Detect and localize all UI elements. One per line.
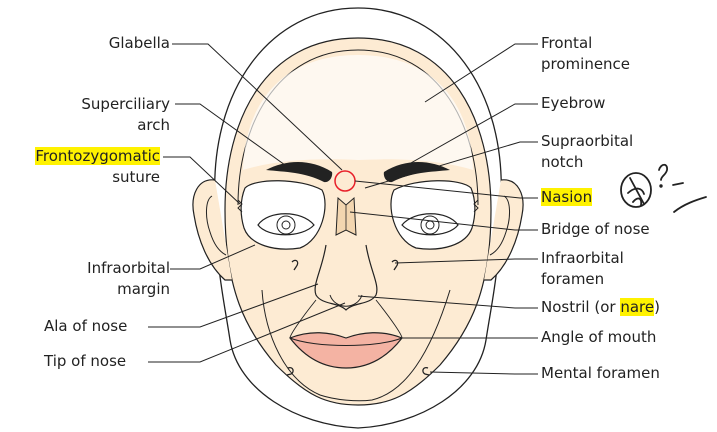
label-glabella: Glabella bbox=[60, 33, 170, 54]
label-infraorbital-margin-line2: margin bbox=[40, 279, 170, 300]
label-nasion: Nasion bbox=[541, 187, 592, 208]
label-infraorbital-margin-line1: Infraorbital bbox=[40, 258, 170, 279]
label-frontozygomatic-suture: Frontozygomatic suture bbox=[8, 146, 160, 188]
label-nostril-highlight: nare bbox=[620, 298, 654, 316]
label-frontozygomatic-line1: Frontozygomatic bbox=[35, 147, 160, 165]
label-superciliary-line1: Superciliary bbox=[40, 94, 170, 115]
label-tip-of-nose: Tip of nose bbox=[44, 351, 126, 372]
label-frontal-line1: Frontal bbox=[541, 33, 630, 54]
label-nostril: Nostril (or nare) bbox=[541, 297, 660, 318]
label-supraorbital-line1: Supraorbital bbox=[541, 131, 633, 152]
handwritten-annotation bbox=[621, 165, 706, 212]
label-mental-foramen: Mental foramen bbox=[541, 363, 660, 384]
label-eyebrow: Eyebrow bbox=[541, 93, 605, 114]
label-supraorbital-line2: notch bbox=[541, 152, 633, 173]
label-supraorbital-notch: Supraorbital notch bbox=[541, 131, 633, 173]
label-infraorbital-foramen-line1: Infraorbital bbox=[541, 248, 624, 269]
label-nasion-text: Nasion bbox=[541, 188, 592, 206]
label-nostril-suffix: ) bbox=[654, 298, 660, 316]
label-frontozygomatic-line2: suture bbox=[8, 167, 160, 188]
label-frontal-line2: prominence bbox=[541, 54, 630, 75]
label-frontal-prominence: Frontal prominence bbox=[541, 33, 630, 75]
label-bridge-of-nose: Bridge of nose bbox=[541, 219, 650, 240]
label-angle-of-mouth: Angle of mouth bbox=[541, 327, 656, 348]
label-superciliary-line2: arch bbox=[40, 115, 170, 136]
label-infraorbital-foramen-line2: foramen bbox=[541, 269, 624, 290]
mental-foramen-leader bbox=[430, 372, 538, 374]
label-infraorbital-foramen: Infraorbital foramen bbox=[541, 248, 624, 290]
label-superciliary-arch: Superciliary arch bbox=[40, 94, 170, 136]
label-infraorbital-margin: Infraorbital margin bbox=[40, 258, 170, 300]
label-nostril-prefix: Nostril (or bbox=[541, 298, 620, 316]
label-ala-of-nose: Ala of nose bbox=[44, 316, 127, 337]
